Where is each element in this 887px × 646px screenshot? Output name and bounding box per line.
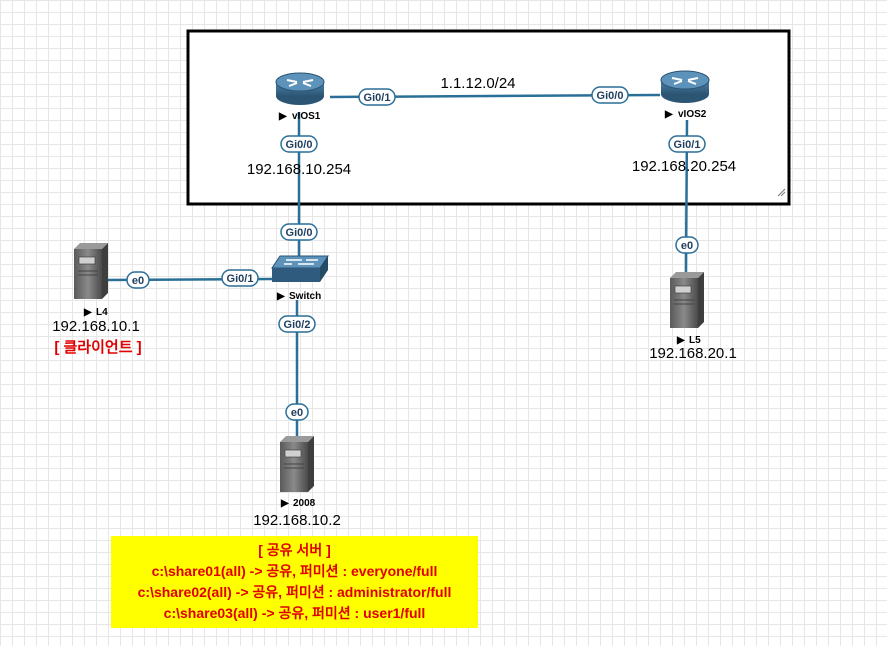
play-icon: ▶ bbox=[278, 111, 288, 122]
server-2008-label: 2008 bbox=[293, 498, 316, 509]
play-icon: ▶ bbox=[276, 291, 286, 302]
port-label: e0 bbox=[132, 275, 144, 287]
port-label: Gi0/1 bbox=[227, 273, 254, 285]
server-l4-icon[interactable] bbox=[74, 243, 108, 299]
router-vios1[interactable] bbox=[275, 72, 325, 105]
port-vios1-gi01[interactable]: Gi0/1 bbox=[358, 88, 396, 106]
port-l5-e0[interactable]: e0 bbox=[675, 236, 699, 254]
server-l5-icon[interactable] bbox=[670, 272, 704, 328]
vios2-ip: 192.168.20.254 bbox=[632, 158, 736, 175]
switch-arrows-icon bbox=[284, 259, 318, 265]
port-vios2-gi00[interactable]: Gi0/0 bbox=[591, 86, 629, 104]
port-label: Gi0/1 bbox=[674, 139, 701, 151]
switch-label: Switch bbox=[289, 291, 321, 302]
port-switch-gi01[interactable]: Gi0/1 bbox=[221, 269, 259, 287]
port-vios2-gi01[interactable]: Gi0/1 bbox=[668, 135, 706, 153]
port-server-e0[interactable]: e0 bbox=[285, 403, 309, 421]
vios2-label: vIOS2 bbox=[678, 109, 707, 120]
router-arrows-icon bbox=[671, 77, 699, 85]
l4-label: L4 bbox=[96, 307, 108, 318]
play-icon: ▶ bbox=[664, 109, 674, 120]
play-icon: ▶ bbox=[676, 335, 686, 346]
port-label: Gi0/1 bbox=[364, 92, 391, 104]
l4-ip: 192.168.10.1 bbox=[52, 318, 140, 335]
note-line-1: c:\share01(all) -> 공유, 퍼미션 : everyone/fu… bbox=[151, 563, 438, 579]
note-line-2: c:\share02(all) -> 공유, 퍼미션 : administrat… bbox=[137, 584, 452, 600]
play-icon: ▶ bbox=[280, 498, 290, 509]
port-switch-gi02[interactable]: Gi0/2 bbox=[278, 315, 316, 333]
note-title: [ 공유 서버 ] bbox=[258, 542, 331, 558]
port-label: Gi0/0 bbox=[286, 139, 313, 151]
port-label: e0 bbox=[291, 407, 303, 419]
port-label: Gi0/0 bbox=[286, 227, 313, 239]
router-arrows-icon bbox=[286, 79, 314, 87]
wan-network-label: 1.1.12.0/24 bbox=[440, 75, 515, 92]
server-2008-icon[interactable] bbox=[280, 436, 314, 492]
port-l4-e0[interactable]: e0 bbox=[126, 271, 150, 289]
port-label: Gi0/2 bbox=[284, 319, 311, 331]
resize-handle-icon[interactable] bbox=[777, 188, 786, 197]
note-line-3: c:\share03(all) -> 공유, 퍼미션 : user1/full bbox=[163, 605, 426, 621]
l5-label: L5 bbox=[689, 335, 701, 346]
server-2008-ip: 192.168.10.2 bbox=[253, 512, 341, 529]
port-switch-gi00[interactable]: Gi0/0 bbox=[280, 223, 318, 241]
port-label: e0 bbox=[681, 240, 693, 252]
router-group-box[interactable] bbox=[186, 29, 791, 206]
l5-ip: 192.168.20.1 bbox=[649, 345, 737, 362]
vios1-ip: 192.168.10.254 bbox=[247, 161, 351, 178]
share-server-note[interactable]: [ 공유 서버 ] c:\share01(all) -> 공유, 퍼미션 : e… bbox=[111, 536, 478, 628]
router-vios2[interactable] bbox=[660, 70, 710, 103]
l4-role-label: [ 클라이언트 ] bbox=[54, 338, 141, 356]
port-label: Gi0/0 bbox=[597, 90, 624, 102]
switch-device[interactable] bbox=[271, 255, 329, 282]
port-vios1-gi00[interactable]: Gi0/0 bbox=[280, 135, 318, 153]
vios1-label: vIOS1 bbox=[292, 111, 321, 122]
play-icon: ▶ bbox=[83, 307, 93, 318]
